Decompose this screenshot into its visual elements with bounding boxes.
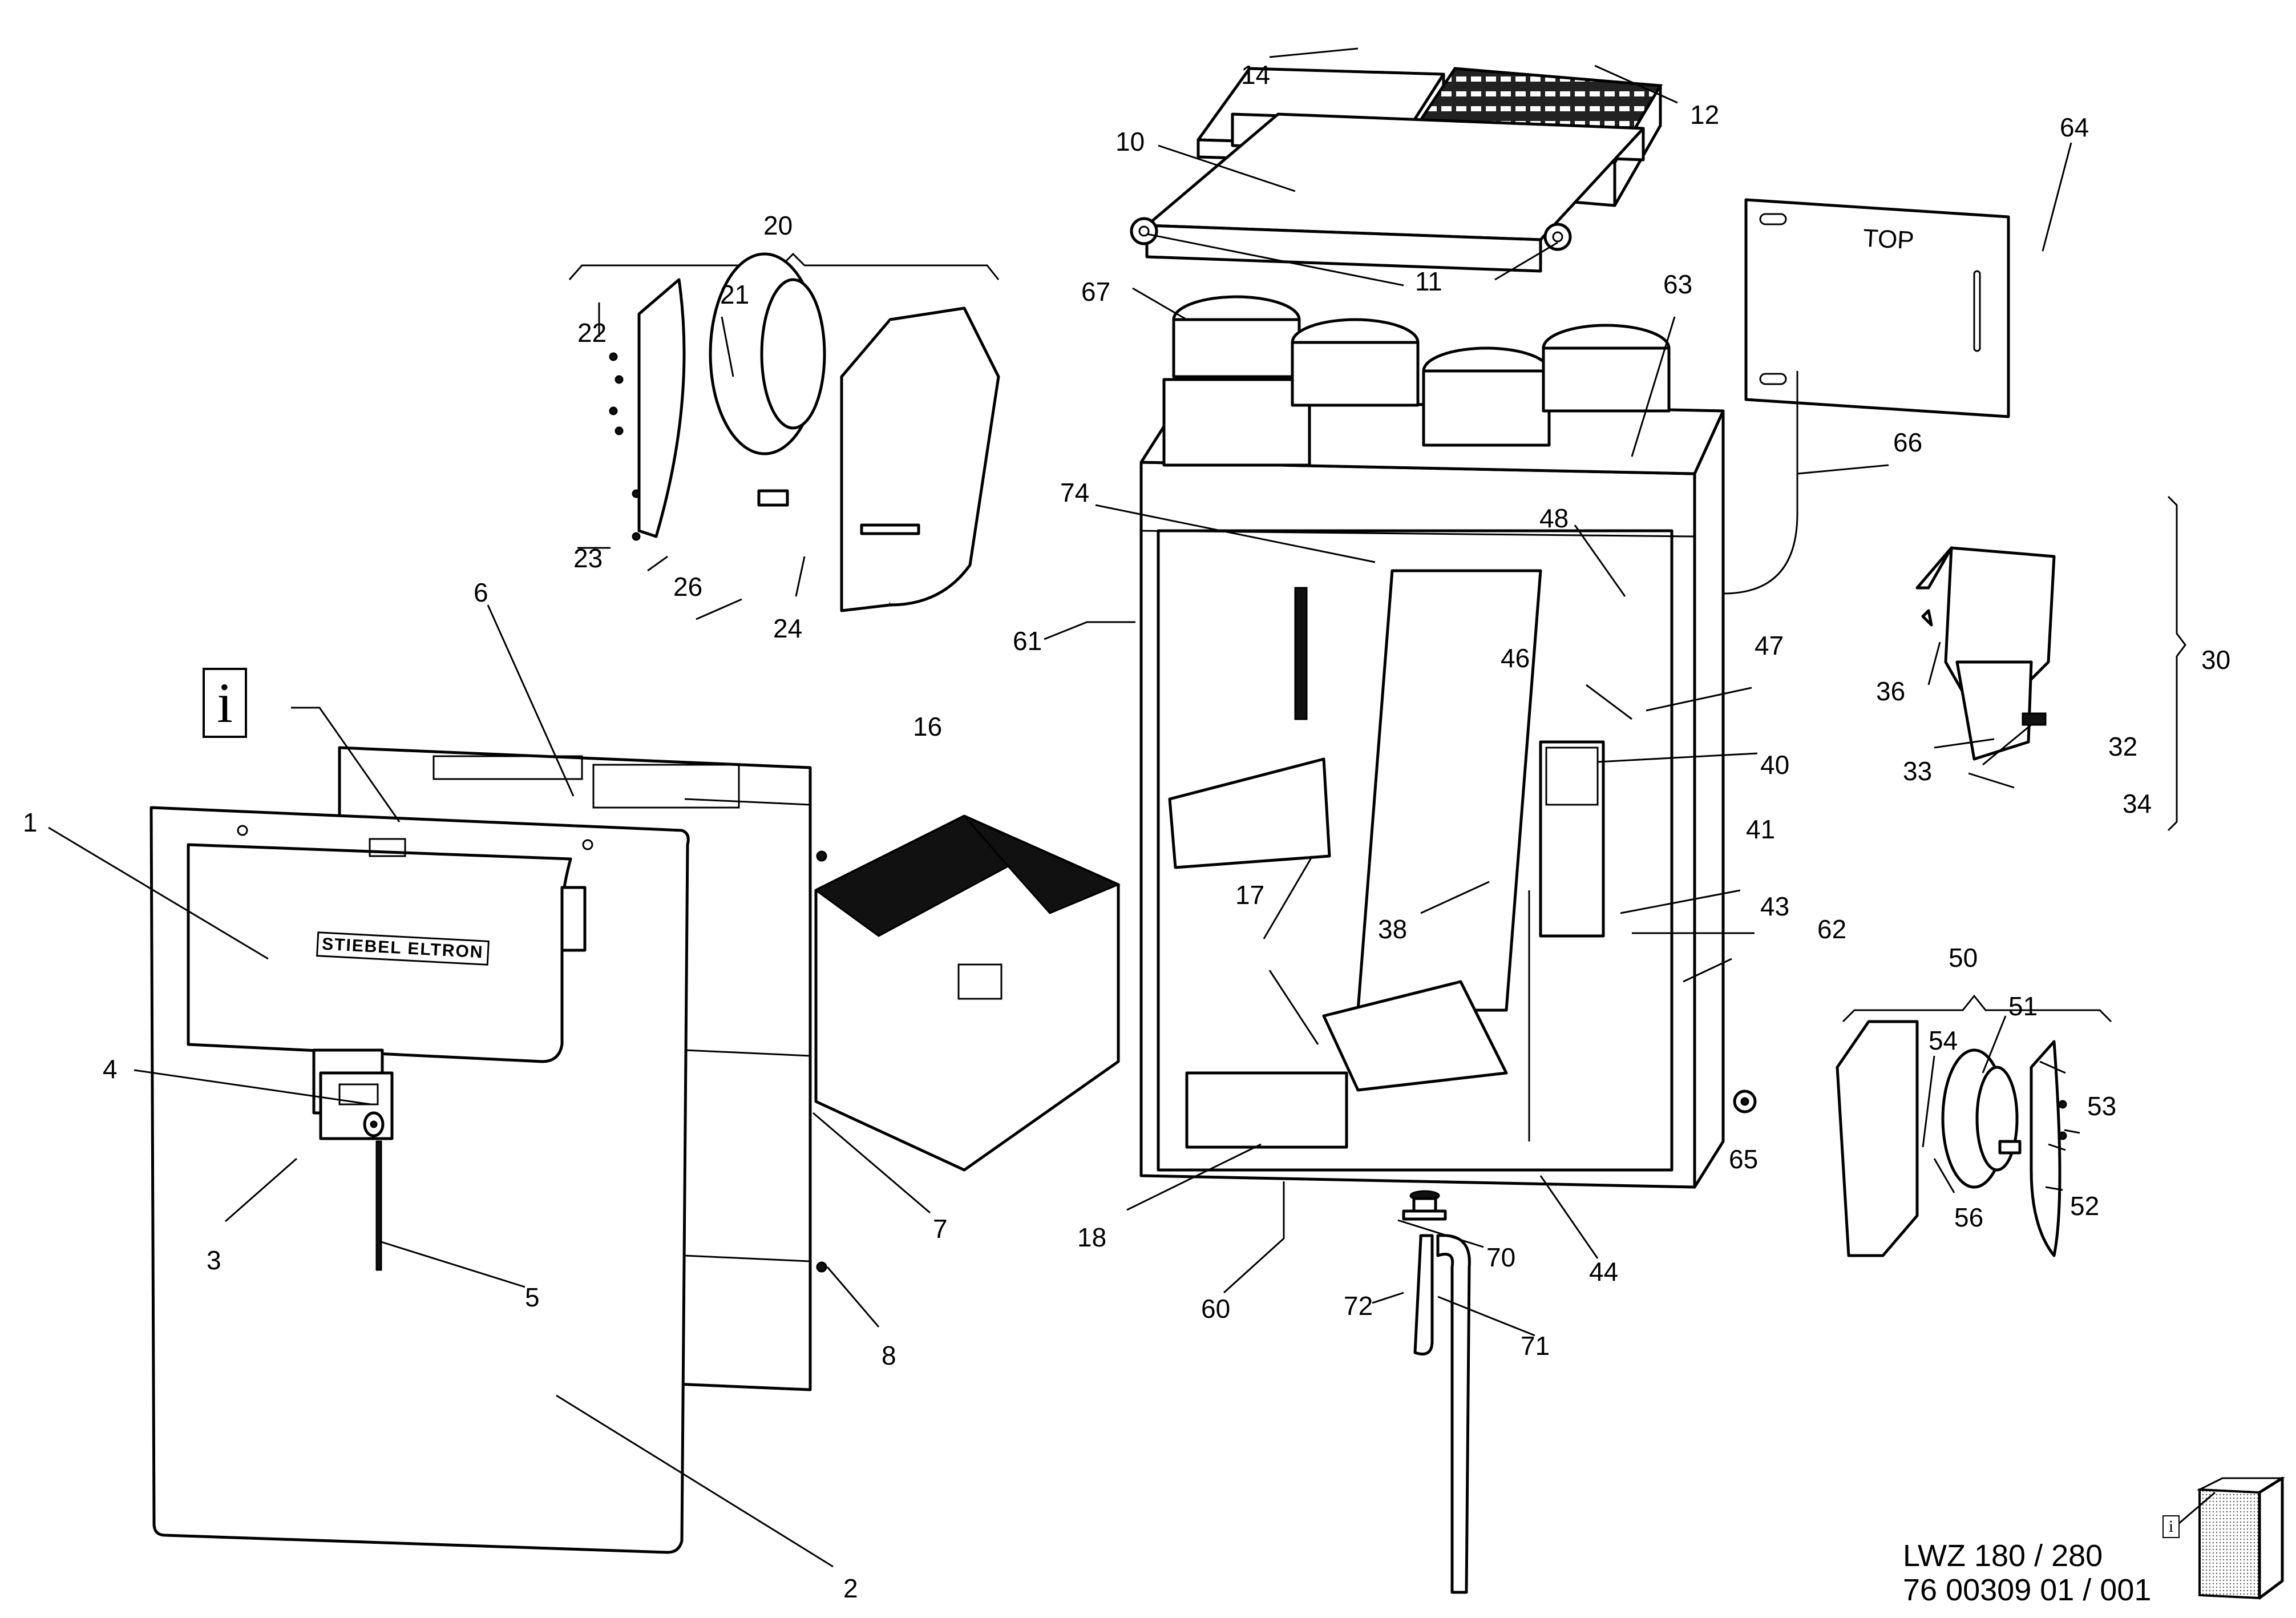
wall-mounting-bracket-64 [1723,198,2010,595]
part-label-16[interactable]: 16 [913,712,943,741]
part-label-65[interactable]: 65 [1729,1144,1759,1174]
part-label-60[interactable]: 60 [1201,1294,1231,1324]
part-65-cable-gland [1733,1090,1757,1113]
part-label-17[interactable]: 17 [1235,880,1265,910]
part-label-44[interactable]: 44 [1589,1257,1619,1286]
part-label-50[interactable]: 50 [1949,943,1978,973]
info-icon-small: i [2168,1517,2174,1536]
part-label-30[interactable]: 30 [2201,645,2231,675]
fan-assembly-50 [1836,994,2112,1257]
top-marking: TOP [1862,224,1915,255]
part-label-22[interactable]: 22 [577,318,607,348]
fan-assembly-20 [568,252,1000,612]
part-label-11[interactable]: 11 [1415,267,1442,296]
part-label-21[interactable]: 21 [720,280,750,309]
part-label-47[interactable]: 47 [1755,631,1784,660]
part-label-74[interactable]: 74 [1060,478,1090,507]
part-label-10[interactable]: 10 [1115,127,1145,156]
part-label-20[interactable]: 20 [763,211,793,240]
info-symbol-box: i [203,668,247,738]
part-label-66[interactable]: 66 [1893,427,1923,457]
leader-lines [48,47,2080,1568]
duct-spigots-67 [1162,295,1671,467]
part-label-48[interactable]: 48 [1539,503,1569,533]
electrical-assembly-30 [1915,495,2186,832]
part-label-40[interactable]: 40 [1760,750,1790,780]
heat-exchanger-16 [814,814,1121,1172]
part-label-34[interactable]: 34 [2123,789,2152,818]
part-label-56[interactable]: 56 [1954,1203,1984,1232]
part-label-3[interactable]: 3 [207,1245,221,1275]
model-number: LWZ 180 / 280 [1903,1539,2103,1573]
control-panel-3 [312,1048,394,1271]
part-label-70[interactable]: 70 [1486,1242,1516,1272]
part-label-62[interactable]: 62 [1817,914,1847,944]
part-label-46[interactable]: 46 [1501,643,1530,673]
part-label-24[interactable]: 24 [773,614,803,643]
main-housing [1139,398,1725,1189]
part-label-63[interactable]: 63 [1663,269,1693,299]
part-label-1[interactable]: 1 [23,808,38,837]
part-label-7[interactable]: 7 [933,1214,948,1244]
drain-hose-71 [1402,1190,1471,1594]
part-label-67[interactable]: 67 [1081,277,1111,306]
part-label-71[interactable]: 71 [1521,1331,1550,1361]
part-label-18[interactable]: 18 [1077,1222,1107,1252]
part-label-54[interactable]: 54 [1929,1026,1958,1055]
part-label-38[interactable]: 38 [1378,914,1408,944]
part-label-36[interactable]: 36 [1876,676,1906,706]
info-symbol-small: i [2162,1515,2180,1538]
info-icon: i [217,671,233,735]
part-label-72[interactable]: 72 [1344,1291,1373,1321]
part-label-5[interactable]: 5 [525,1282,540,1312]
front-panel-2 [149,806,690,1554]
part-label-6[interactable]: 6 [474,578,488,607]
part-label-41[interactable]: 41 [1746,814,1776,844]
filter-drawer-10 [1130,112,1645,273]
part-label-26[interactable]: 26 [673,572,703,602]
part-label-12[interactable]: 12 [1690,100,1720,130]
orientation-thumbnail [2178,1476,2286,1600]
document-number: 76 00309 01 / 001 [1903,1573,2152,1607]
part-label-51[interactable]: 51 [2008,991,2038,1021]
part-label-32[interactable]: 32 [2108,732,2138,761]
part-label-14[interactable]: 14 [1241,60,1271,90]
part-label-2[interactable]: 2 [843,1573,858,1603]
part-label-64[interactable]: 64 [2060,112,2089,142]
part-label-52[interactable]: 52 [2070,1191,2100,1221]
part-label-23[interactable]: 23 [573,543,603,573]
part-label-4[interactable]: 4 [103,1054,118,1084]
part-label-53[interactable]: 53 [2087,1091,2117,1121]
part-label-8[interactable]: 8 [882,1341,896,1370]
part-label-43[interactable]: 43 [1760,891,1790,921]
part-label-33[interactable]: 33 [1903,756,1933,786]
part-label-61[interactable]: 61 [1013,626,1042,656]
